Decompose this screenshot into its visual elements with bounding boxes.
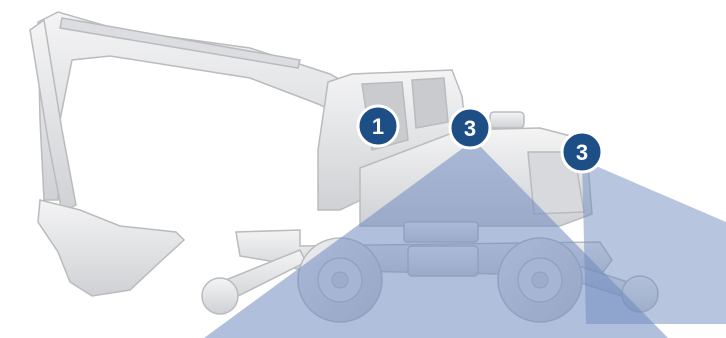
callout-badge-3-right: 3: [562, 132, 602, 172]
exhaust-stack: [490, 112, 524, 128]
boom: [38, 12, 355, 200]
cab-window-side: [412, 78, 448, 128]
callout-badge-3-left: 3: [450, 108, 490, 148]
front-outrigger-pad: [202, 278, 238, 314]
callout-number-3-right: 3: [576, 140, 588, 165]
bucket: [38, 200, 184, 296]
callout-badge-1: 1: [358, 106, 398, 146]
coverage-zone-right: [582, 160, 726, 324]
callout-number-1: 1: [372, 114, 384, 139]
callout-number-3-left: 3: [464, 116, 476, 141]
